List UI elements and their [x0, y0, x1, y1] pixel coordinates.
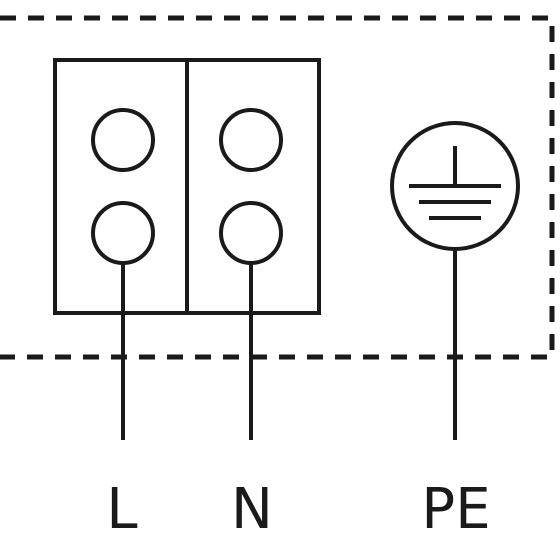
terminal-block: [53, 58, 321, 315]
terminal-l-lower-screw: [91, 201, 155, 265]
earth-ground-icon: [390, 121, 520, 251]
terminal-label-pe: PE: [421, 477, 491, 542]
terminal-l-upper-screw: [91, 108, 155, 172]
wires: [121, 248, 457, 440]
earth-ground-circle: [390, 121, 520, 251]
terminal-n-lower-screw: [219, 201, 283, 265]
terminal-n-upper-screw: [219, 108, 283, 172]
terminal-label-n: N: [231, 477, 273, 542]
terminal-label-l: L: [106, 477, 138, 542]
